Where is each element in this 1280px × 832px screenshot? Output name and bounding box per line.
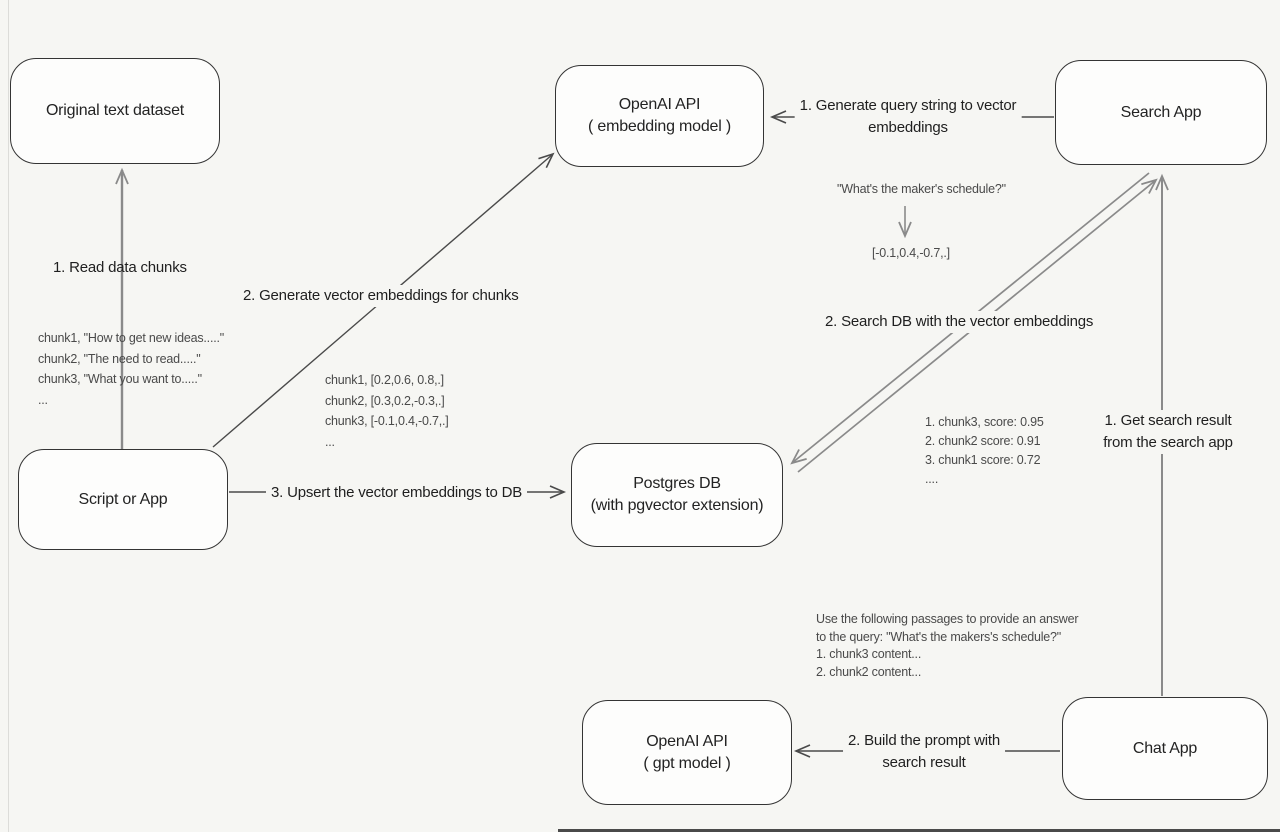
note-prompt-line4: 2. chunk2 content...: [816, 664, 922, 679]
note-search-scores-ellipsis: ....: [925, 472, 939, 486]
node-openai-embedding: OpenAI API ( embedding model ): [555, 65, 764, 167]
note-chunk-vectors-line3: chunk3, [-0.1,0.4,-0.7,.]: [325, 414, 449, 428]
note-search-scores-line1: 1. chunk3, score: 0.95: [925, 415, 1044, 429]
note-prompt: Use the following passages to provide an…: [816, 611, 1078, 681]
note-chunk-texts-line1: chunk1, "How to get new ideas.....": [38, 331, 225, 345]
note-chunk-texts-ellipsis: ...: [38, 392, 48, 407]
note-search-scores-line3: 3. chunk1 score: 0.72: [925, 453, 1041, 467]
note-chunk-vectors-line1: chunk1, [0.2,0.6, 0.8,.]: [325, 373, 444, 387]
node-label-search-app: Search App: [1120, 103, 1202, 121]
edge-label-get-search-result: 1. Get search result from the search app: [1098, 410, 1238, 454]
edge-label-build-prompt: 2. Build the prompt with search result: [843, 730, 1005, 774]
edge-label-read-data-chunks: 1. Read data chunks: [53, 259, 187, 276]
edge-label-search-db: 2. Search DB with the vector embeddings: [820, 311, 1099, 333]
edge-label-build-prompt-line1: 2. Build the prompt with: [848, 732, 1000, 749]
node-label-openai-embedding-line2: ( embedding model ): [588, 118, 731, 135]
node-original-text-dataset: Original text dataset: [10, 58, 220, 164]
node-postgres-db: Postgres DB (with pgvector extension): [571, 443, 783, 547]
edge-label-query-to-embedding-line2: embeddings: [868, 119, 948, 136]
node-label-script-or-app: Script or App: [78, 490, 168, 508]
node-label-openai-gpt-line2: ( gpt model ): [643, 754, 731, 772]
node-label-original-text-dataset: Original text dataset: [45, 102, 185, 119]
edge-label-build-prompt-line2: search result: [882, 754, 966, 771]
node-openai-gpt: OpenAI API ( gpt model ): [582, 700, 792, 805]
note-query-text: "What's the maker's schedule?": [837, 182, 1006, 196]
note-chunk-texts: chunk1, "How to get new ideas....." chun…: [38, 328, 224, 410]
edge-label-generate-embeddings: 2. Generate vector embeddings for chunks: [238, 285, 524, 307]
node-script-or-app: Script or App: [18, 449, 228, 550]
node-chat-app: Chat App: [1062, 697, 1268, 800]
node-label-openai-gpt-line1: OpenAI API: [646, 732, 728, 750]
node-label-openai-embedding-line1: OpenAI API: [618, 96, 701, 113]
node-search-app: Search App: [1055, 60, 1267, 165]
note-prompt-line1: Use the following passages to provide an…: [816, 612, 1079, 626]
node-label-postgres-db-line2: (with pgvector extension): [590, 497, 764, 514]
note-search-scores-line2: 2. chunk2 score: 0.91: [925, 434, 1041, 448]
note-chunk-texts-line3: chunk3, "What you want to.....": [38, 372, 202, 386]
bottom-edge-bar: [558, 829, 1280, 832]
note-query-vector: [-0.1,0.4,-0.7,.]: [872, 246, 950, 260]
note-chunk-vectors: chunk1, [0.2,0.6, 0.8,.] chunk2, [0.3,0.…: [325, 370, 449, 452]
edge-label-get-search-result-line2: from the search app: [1103, 434, 1233, 451]
edge-label-query-to-embedding: 1. Generate query string to vector embed…: [794, 95, 1022, 139]
note-chunk-vectors-line2: chunk2, [0.3,0.2,-0.3,.]: [325, 393, 445, 408]
edge-label-query-to-embedding-line1: 1. Generate query string to vector: [799, 97, 1017, 114]
note-prompt-line3: 1. chunk3 content...: [816, 647, 922, 661]
edge-label-get-search-result-line1: 1. Get search result: [1104, 412, 1232, 429]
edge-label-upsert-to-db: 3. Upsert the vector embeddings to DB: [266, 482, 528, 504]
note-search-scores: 1. chunk3, score: 0.95 2. chunk2 score: …: [925, 413, 1044, 489]
note-chunk-vectors-ellipsis: ...: [325, 434, 335, 449]
node-label-postgres-db-line1: Postgres DB: [633, 475, 721, 492]
node-label-chat-app: Chat App: [1132, 739, 1198, 757]
note-prompt-line2: to the query: "What's the makers's sched…: [816, 629, 1062, 644]
note-chunk-texts-line2: chunk2, "The need to read.....": [38, 351, 201, 366]
page-edge-line: [8, 0, 9, 832]
